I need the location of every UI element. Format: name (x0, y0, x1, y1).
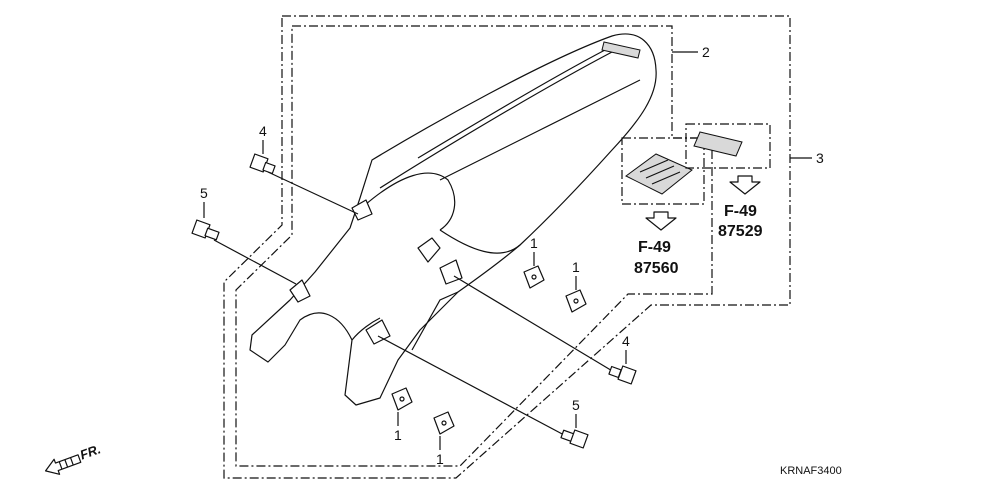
callout-1: 1 (572, 259, 580, 275)
clip-nut (433, 411, 455, 435)
seat-cover-icon (625, 153, 693, 195)
callout-4: 4 (259, 123, 267, 139)
stripe-ref-figure: F-49 (724, 203, 757, 220)
outer-group-boundary (223, 15, 791, 479)
leader-line (267, 171, 359, 215)
flange-bolt-item5-lower (560, 429, 589, 449)
fender-rib (379, 51, 613, 189)
fender-rib (439, 79, 641, 181)
fender-rib (417, 49, 606, 159)
clip-nut (523, 265, 545, 289)
seat-ref-partno: 87560 (634, 260, 679, 277)
stripe-decal-icon (693, 131, 743, 157)
flange-bolt-item4-lower (608, 365, 637, 385)
fender-rib (439, 229, 521, 254)
seat-ref-figure: F-49 (638, 239, 671, 256)
callout-3: 3 (816, 150, 824, 166)
fender-mount-tab (365, 319, 391, 345)
stripe-ref-arrow-icon (729, 175, 761, 195)
front-arrow-icon: FR. (44, 441, 103, 475)
fender-mount-tab (351, 199, 373, 221)
flange-bolt-item4-upper (249, 153, 276, 175)
leader-line (377, 335, 567, 437)
inner-group-boundary (235, 25, 713, 467)
stripe-ref-partno: 87529 (718, 223, 763, 240)
leader-line (213, 239, 297, 285)
rear-fender (249, 33, 657, 406)
fender-rib (351, 317, 381, 341)
fender-mount-tab (289, 279, 311, 303)
flange-bolt-item5-upper (191, 219, 220, 241)
clip-nut (565, 289, 587, 313)
callout-4: 4 (622, 333, 630, 349)
front-indicator-label: FR. (78, 441, 103, 462)
diagram-code: KRNAF3400 (780, 465, 842, 477)
callout-5: 5 (200, 185, 208, 201)
callout-1: 1 (436, 451, 444, 467)
callout-5: 5 (572, 397, 580, 413)
callout-1: 1 (394, 427, 402, 443)
leader-line (453, 275, 615, 373)
fender-decal (601, 41, 641, 59)
fender-rib (364, 172, 456, 231)
clip-nut (391, 387, 413, 411)
seat-ref-box (621, 137, 705, 205)
callout-2: 2 (702, 44, 710, 60)
seat-ref-arrow-icon (645, 211, 677, 231)
fender-rib (411, 291, 459, 351)
stripe-ref-box (685, 123, 771, 169)
fender-mount-tab (417, 237, 441, 263)
callout-1: 1 (530, 235, 538, 251)
